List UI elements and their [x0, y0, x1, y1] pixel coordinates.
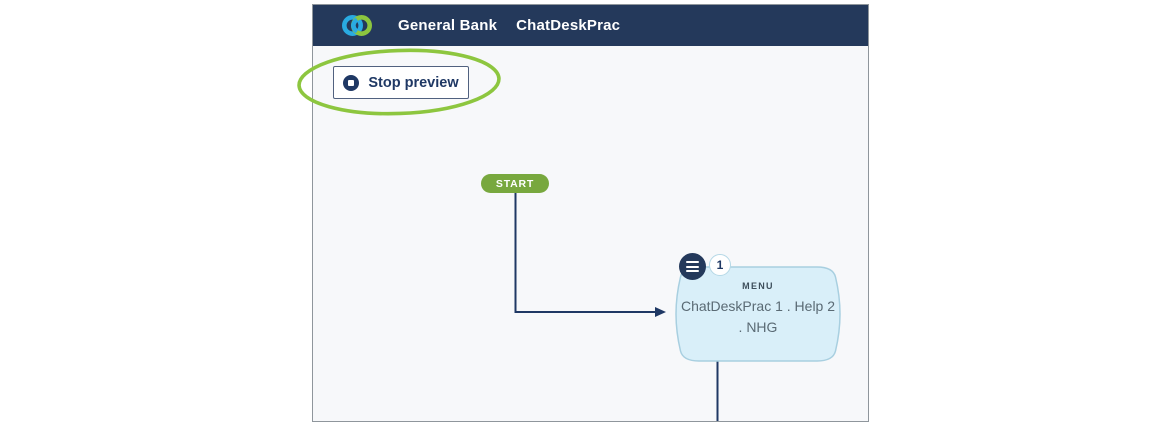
flow-connectors [514, 193, 719, 421]
menu-node-type-label: MENU [742, 281, 774, 291]
app-window: General Bank ChatDeskPrac Stop preview S… [312, 4, 869, 422]
node-count-badge: 1 [709, 254, 731, 276]
start-node[interactable]: START [481, 174, 549, 193]
flow-canvas[interactable]: Stop preview START 1 [313, 46, 868, 421]
hamburger-bar [686, 261, 699, 263]
hamburger-bar [686, 270, 699, 272]
menu-node-title: ChatDeskPrac 1 . Help 2 . NHG [680, 298, 836, 335]
hamburger-menu-icon[interactable] [679, 253, 706, 280]
hamburger-bar [686, 265, 699, 268]
nav-item-general-bank[interactable]: General Bank [398, 17, 498, 34]
menu-node-content: MENU ChatDeskPrac 1 . Help 2 . NHG [678, 266, 838, 362]
nav-item-chatdeskprac[interactable]: ChatDeskPrac [516, 17, 621, 34]
interlocked-rings-logo-icon [342, 15, 372, 36]
menu-node-shape [675, 266, 841, 362]
app-header: General Bank ChatDeskPrac [313, 5, 868, 46]
menu-node[interactable]: 1 MENU ChatDeskPrac 1 . Help 2 . NHG [675, 253, 841, 362]
